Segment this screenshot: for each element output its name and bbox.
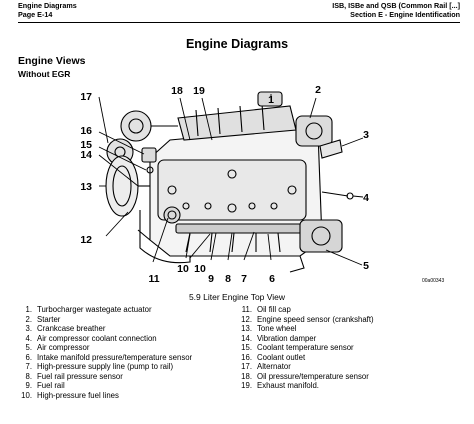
legend-item-text: Air compressor coolant connection [37,333,157,343]
legend-item: 18. Oil pressure/temperature sensor [238,372,374,382]
callout-leaders [98,94,364,266]
legend-item-text: Crankcase breather [37,324,106,333]
legend-item-text: Fuel rail pressure sensor [37,371,123,381]
callout-10: 10 [177,263,189,275]
legend-item-number: 4. [25,333,32,343]
legend-item: 4. Air compressor coolant connection [18,334,192,344]
legend-item-text: Fuel rail [37,381,65,390]
callout-19: 19 [193,85,205,97]
legend-item: 8. Fuel rail pressure sensor [18,372,192,382]
subsection-title: Without EGR [18,69,71,79]
legend-item-number: 12. [241,314,252,324]
legend-item-text: Starter [37,314,61,324]
legend-item-text: Oil fill cap [257,305,291,314]
legend-item-text: Alternator [257,362,291,371]
legend-item: 11. Oil fill cap [238,305,374,315]
callout-6: 6 [269,273,275,285]
legend-item-number: 5. [25,343,32,352]
page-header-right: ISB, ISBe and QSB (Common Rail [...] Sec… [332,1,460,19]
legend-item-text: Oil pressure/temperature sensor [257,371,369,381]
legend-item-number: 14. [241,333,252,343]
legend-item-number: 18. [241,371,252,381]
legend-item-number: 8. [25,371,32,381]
legend-item-number: 2. [25,314,32,324]
legend-item-number: 1. [25,305,32,314]
figure-code: 00a00343 [422,278,444,284]
legend-item-text: Exhaust manifold. [257,381,319,390]
callout-12: 12 [80,234,92,246]
legend-item-number: 6. [25,352,32,362]
legend-item-text: Turbocharger wastegate actuator [37,305,152,314]
legend-item: 15. Coolant temperature sensor [238,343,374,353]
page-title: Engine Diagrams [185,37,289,51]
header-divider [18,22,460,23]
legend-item-text: High-pressure supply line (pump to rail) [37,362,174,371]
callout-17: 17 [80,91,92,103]
header-document-title: Engine Diagrams [18,1,77,10]
callout-18: 18 [171,85,183,97]
legend-column-right: 11. Oil fill cap 12. Engine speed sensor (c… [238,305,374,391]
legend-item-text: Coolant outlet [257,352,306,362]
legend-item: 1. Turbocharger wastegate actuator [18,305,192,315]
legend-item-number: 19. [241,381,252,390]
legend-item: 9. Fuel rail [18,381,192,391]
legend-item-text: Air compressor [37,343,90,352]
callout-7: 7 [241,273,247,285]
legend-item: 14. Vibration damper [238,334,374,344]
legend-item: 12. Engine speed sensor (crankshaft) [238,314,374,325]
header-page-number: Page E-14 [18,9,53,19]
legend-item-text: Engine speed sensor (crankshaft) [257,314,374,324]
legend-item: 16. Coolant outlet [238,353,374,363]
legend-item-text: High-pressure fuel lines [37,390,119,400]
callout-16: 16 [80,125,92,137]
legend-item-number: 16. [241,352,252,362]
legend-item-text: Tone wheel [257,324,297,333]
legend-item: 17. Alternator [238,362,374,372]
callout-9: 9 [208,273,214,285]
header-section-title: Section E - Engine Identification [350,9,460,19]
legend-item-number: 3. [25,324,32,333]
callout-4: 4 [363,192,369,204]
callout-13: 13 [80,181,92,193]
legend-item: 13. Tone wheel [238,324,374,334]
legend-item: 5. Air compressor [18,343,192,353]
legend-item-number: 15. [241,343,252,352]
legend-item-number: 10. [21,390,32,400]
callout-10-b: 10 [194,263,206,275]
legend-column-left: 1. Turbocharger wastegate actuator 2. Start… [18,305,192,400]
legend-item: 2. Starter [18,315,192,325]
legend-item-number: 17. [241,362,252,371]
legend-item: 19. Exhaust manifold. [238,381,374,391]
legend-item: 7. High-pressure supply line (pump to rai… [18,362,192,372]
legend-item-number: 9. [25,381,32,390]
callout-15: 15 [80,139,92,151]
legend-item-text: Intake manifold pressure/temperature sen… [37,352,193,362]
legend-item: 10. High-pressure fuel lines [18,391,192,401]
engine-drawing [105,91,354,273]
legend-item-text: Vibration damper [257,333,317,343]
callout-14: 14 [80,149,92,161]
section-title: Engine Views [18,55,86,67]
callout-2: 2 [315,84,321,96]
legend-item: 6. Intake manifold pressure/temperature s… [18,353,192,363]
legend-item-number: 11. [241,305,252,314]
callout-11: 11 [148,273,159,285]
legend-item-number: 13. [241,324,252,333]
callout-3: 3 [363,129,369,141]
callout-8: 8 [225,273,231,285]
legend-item-text: Coolant temperature sensor [257,343,354,352]
callout-1: 1 [268,94,274,106]
legend-item-number: 7. [25,362,32,371]
legend-item: 3. Crankcase breather [18,324,192,334]
figure-caption: 5.9 Liter Engine Top View [188,292,286,302]
header-manual-title: ISB, ISBe and QSB (Common Rail [...] [332,1,460,10]
callout-5: 5 [363,260,369,272]
page-header-left: Engine Diagrams Page E-14 [18,1,77,19]
